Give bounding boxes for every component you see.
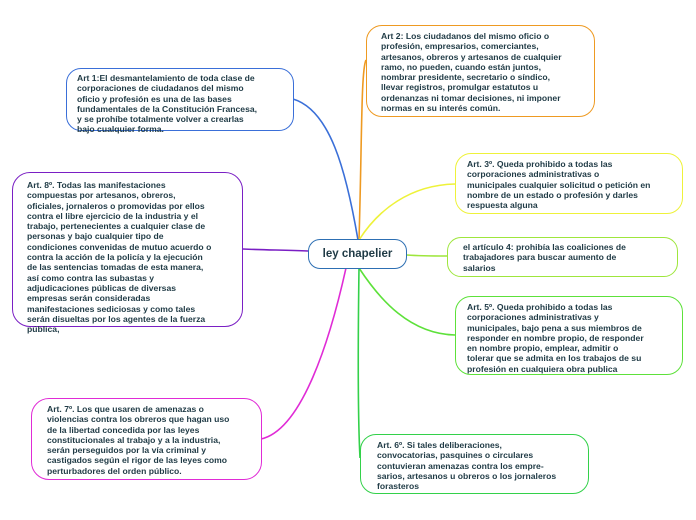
node-art4-text: el artículo 4: prohibía las coaliciones … <box>463 242 626 273</box>
connector-art5 <box>358 267 456 336</box>
node-art7[interactable]: Art. 7º. Los que usaren de amenazas o vi… <box>31 398 262 480</box>
node-art1-text: Art 1:El desmantelamiento de toda clase … <box>77 73 258 135</box>
node-art4[interactable]: el artículo 4: prohibía las coaliciones … <box>447 237 678 277</box>
node-art3[interactable]: Art. 3º. Queda prohibido a todas las cor… <box>455 153 683 214</box>
connector-art7 <box>260 267 347 440</box>
connector-art1 <box>292 98 359 241</box>
central-topic-node[interactable]: ley chapelier <box>308 239 407 269</box>
node-art3-text: Art. 3º. Queda prohibido a todas las cor… <box>467 159 651 211</box>
node-art2-text: Art 2: Los ciudadanos del mismo oficio o… <box>381 31 562 114</box>
connector-art8 <box>242 248 309 252</box>
connector-art4 <box>406 254 448 257</box>
connector-art2 <box>358 59 367 241</box>
node-art6[interactable]: Art. 6º. Si tales deliberaciones, convoc… <box>360 434 589 494</box>
node-art2[interactable]: Art 2: Los ciudadanos del mismo oficio o… <box>366 25 595 117</box>
node-art8[interactable]: Art. 8º. Todas las manifestaciones compu… <box>12 172 243 334</box>
node-art7-text: Art. 7º. Los que usaren de amenazas o vi… <box>47 404 230 476</box>
node-art5-text: Art. 5º. Queda prohibido a todas las cor… <box>467 302 644 374</box>
node-art6-text: Art. 6º. Si tales deliberaciones, convoc… <box>377 440 557 492</box>
connector-art6 <box>357 267 361 459</box>
connector-art3 <box>358 183 456 241</box>
node-art1[interactable]: Art 1:El desmantelamiento de toda clase … <box>66 68 294 134</box>
node-art5[interactable]: Art. 5º. Queda prohibido a todas las cor… <box>455 296 683 375</box>
central-topic-label: ley chapelier <box>322 248 393 260</box>
node-art8-text: Art. 8º. Todas las manifestaciones compu… <box>27 180 212 335</box>
